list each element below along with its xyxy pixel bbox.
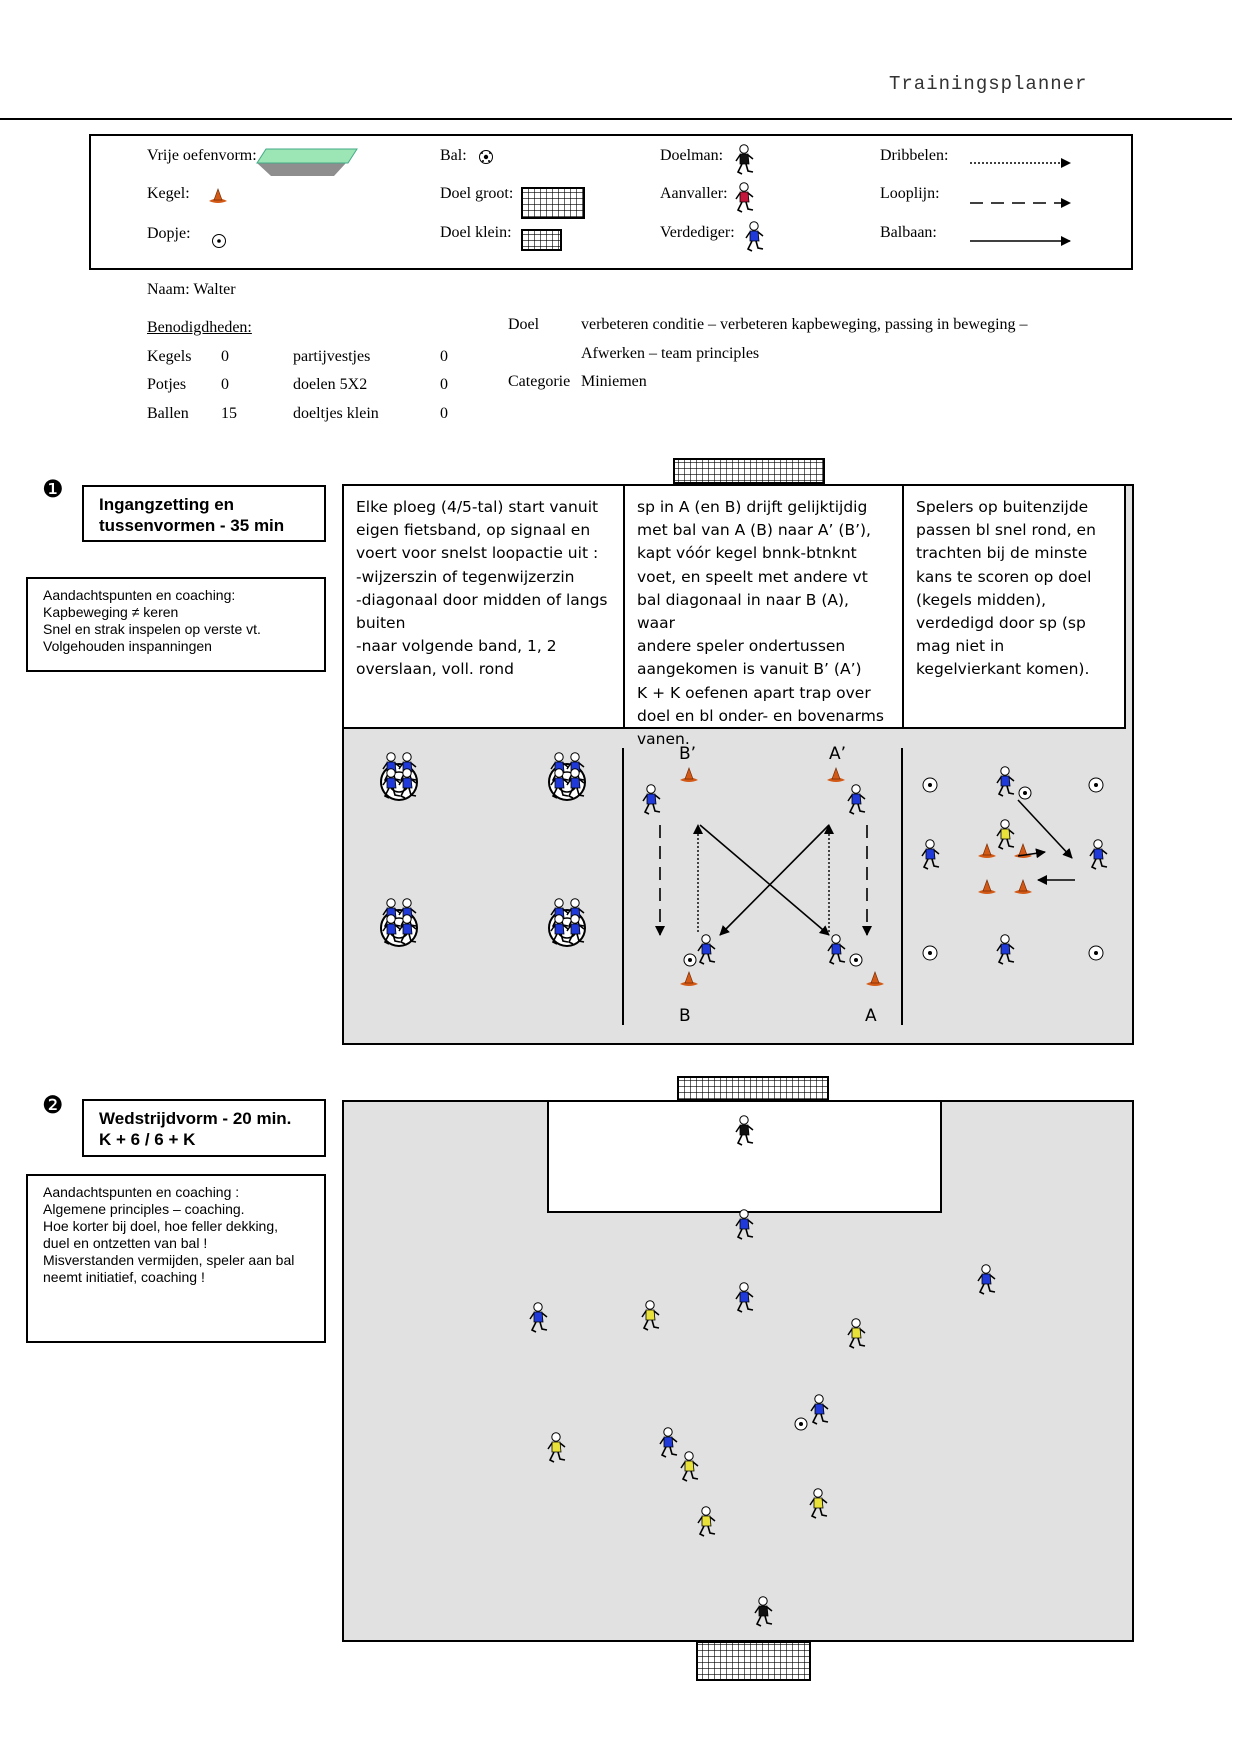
goal-label: Doel [508,316,540,333]
section1-title: Ingangzetting en tussenvormen - 35 min [82,485,326,542]
ball-icon [479,150,493,164]
legend-label-dribbelen: Dribbelen: [880,147,949,164]
material-value-0: 0 [221,348,229,365]
bottom-goal-icon [696,1641,811,1681]
goal-text-line1: verbeteren conditie – verbeteren kapbewe… [581,316,1028,333]
goal-text-line2: Afwerken – team principles [581,345,760,362]
yellow-player-icon [697,1506,716,1537]
bike-band-group [548,751,586,801]
bike-band-group [380,897,418,947]
section1-col2-text: sp in A (en B) drijft gelijktijdig met b… [623,484,904,748]
ball-icon [794,1417,808,1431]
legend-label-kegel: Kegel: [147,185,190,202]
defender-icon [659,1427,678,1458]
material-value-2: 15 [221,405,237,422]
bike-band-group [548,897,586,947]
ball-icon [1018,786,1032,800]
section1-col1-text: Elke ploeg (4/5-tal) start vanuit eigen … [342,484,625,729]
legend-label-vrije-oefenvorm: Vrije oefenvorm: [147,147,257,164]
field-symbol-icon [256,148,358,176]
yellow-player-icon [680,1451,699,1482]
marker-dot-icon [922,777,938,793]
label-b: B [679,1006,691,1026]
legend-symbols [209,144,1071,252]
goalkeeper-icon [735,1115,754,1146]
legend-label-doel-groot: Doel groot: [440,185,514,202]
yellow-player-icon [847,1318,866,1349]
material-label2-1: doelen 5X2 [293,376,368,393]
cone-icon [680,766,698,782]
legend-label-dopje: Dopje: [147,225,191,242]
big-goal-icon [521,187,585,219]
header-rule [0,118,1232,120]
section1-goal-icon [673,458,825,484]
section1-number: ❶ [42,475,64,503]
material-value-1: 0 [221,376,229,393]
cone-icon [978,878,996,894]
defender-icon [529,1302,548,1333]
ball-icon [849,953,863,967]
marker-dot-icon [212,234,226,248]
legend-label-bal: Bal: [440,147,467,164]
legend-label-looplijn: Looplijn: [880,185,940,202]
material-value2-2: 0 [440,405,448,422]
material-label2-2: doeltjes klein [293,405,379,422]
category-value: Miniemen [581,373,647,390]
defender-icon [735,1282,754,1313]
material-value2-1: 0 [440,376,448,393]
legend-label-verdediger: Verdediger: [660,224,735,241]
yellow-player-icon [547,1432,566,1463]
category-label: Categorie [508,373,571,390]
section2-number: ❷ [42,1091,64,1119]
bike-band-group [380,751,418,801]
coach-name: Naam: Walter [147,281,236,298]
marker-dot-icon [1088,945,1104,961]
legend-label-doel-klein: Doel klein: [440,224,512,241]
label-b-prime: B’ [679,744,697,764]
section2-title: Wedstrijdvorm - 20 min. K + 6 / 6 + K [82,1099,326,1157]
section1-col3-text: Spelers op buitenzijde passen bl snel ro… [902,484,1126,729]
yellow-player-icon [809,1488,828,1519]
legend-label-aanvaller: Aanvaller: [660,185,728,202]
cone-icon [680,970,698,986]
section2-coaching: Aandachtspunten en coaching : Algemene p… [26,1174,326,1343]
material-label-2: Ballen [147,405,189,422]
cone-icon [866,970,884,986]
defender-icon [735,1209,754,1240]
legend-label-balbaan: Balbaan: [880,224,937,241]
label-a-prime: A’ [829,744,847,764]
yellow-player-icon [641,1300,660,1331]
material-value2-0: 0 [440,348,448,365]
defender-icon [977,1264,996,1295]
cone-icon [827,766,845,782]
top-goal-icon [677,1076,829,1101]
material-label2-0: partijvestjes [293,348,371,365]
materials-title: Benodigdheden: [147,319,252,336]
small-goal-icon [521,229,562,251]
cone-icon [1014,878,1032,894]
defender-icon [810,1394,829,1425]
cone-icon [978,842,996,858]
marker-dot-icon [1088,777,1104,793]
section1-diagram [380,458,1108,1025]
material-label-0: Kegels [147,348,192,365]
label-a: A [865,1006,877,1026]
ball-icon [683,953,697,967]
cone-icon [209,187,227,203]
section1-coaching: Aandachtspunten en coaching: Kapbeweging… [26,577,326,672]
legend-label-doelman: Doelman: [660,147,724,164]
goalkeeper-icon [754,1596,773,1627]
marker-dot-icon [922,945,938,961]
material-label-1: Potjes [147,376,187,393]
page-title: Trainingsplanner [889,73,1088,95]
